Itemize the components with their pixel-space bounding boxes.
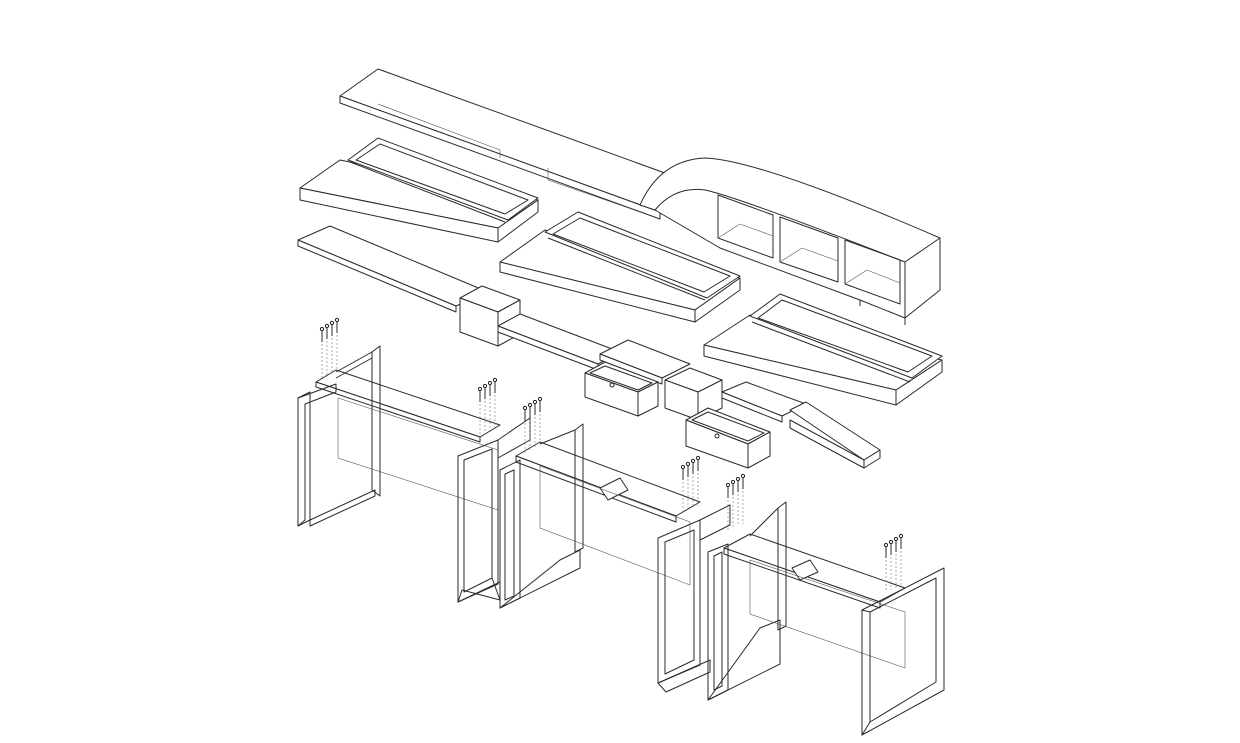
screw-icon (487, 380, 493, 386)
screw-icon (740, 473, 746, 479)
screw-icon (725, 482, 731, 488)
screw-group-1 (319, 317, 340, 378)
desk-top-middle (499, 211, 741, 323)
screw-group-2 (477, 377, 498, 436)
screw-icon (334, 317, 340, 323)
desk-frame-right (707, 501, 945, 736)
screw-icon (695, 455, 701, 461)
top-shelf-unit (339, 68, 941, 325)
screw-group-6 (883, 533, 904, 592)
screw-group-5 (725, 473, 746, 530)
drawer-knob-icon (714, 433, 720, 439)
screw-icon (477, 386, 483, 392)
screw-icon (482, 383, 488, 389)
screw-group-3 (522, 396, 543, 455)
desk-top-left (299, 137, 539, 243)
screw-icon (898, 533, 904, 539)
screw-icon (324, 323, 330, 329)
desk-frame-left (297, 345, 531, 603)
screw-icon (329, 320, 335, 326)
screw-icon (888, 539, 894, 545)
screw-icon (730, 479, 736, 485)
drawer-right (685, 407, 771, 469)
screw-icon (690, 458, 696, 464)
screw-icon (492, 377, 498, 383)
desk-frame-middle (499, 423, 731, 693)
screw-icon (532, 399, 538, 405)
screw-icon (893, 536, 899, 542)
screw-icon (537, 396, 543, 402)
screw-icon (522, 405, 528, 411)
screw-icon (883, 542, 889, 548)
screw-icon (685, 461, 691, 467)
drawer-knob-icon (609, 382, 615, 388)
drawer-left (584, 361, 659, 417)
screw-icon (680, 464, 686, 470)
screw-icon (319, 326, 325, 332)
screw-icon (735, 476, 741, 482)
connector-rail (297, 225, 881, 469)
screw-set (319, 317, 904, 592)
desk-top-right (703, 293, 943, 406)
screw-icon (527, 402, 533, 408)
screw-group-4 (680, 455, 701, 512)
